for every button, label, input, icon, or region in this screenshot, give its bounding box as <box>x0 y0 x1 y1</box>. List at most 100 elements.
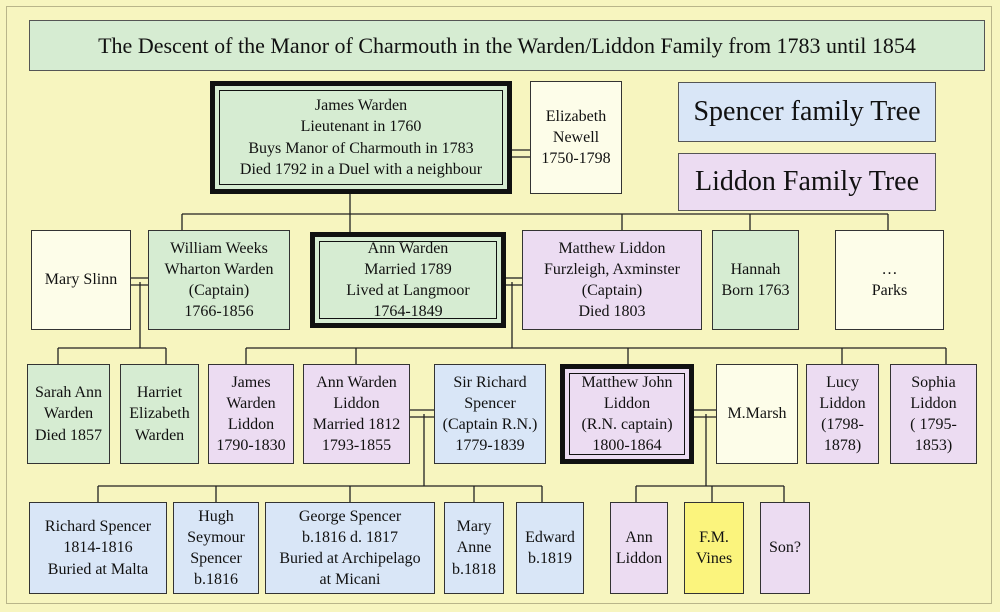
person-text-line: b.1819 <box>527 550 572 567</box>
person-text-line: Sir Richard <box>453 373 527 391</box>
person-text-line: Warden <box>226 394 276 412</box>
person-text-line: Matthew Liddon <box>558 239 666 257</box>
person-text-line: M.Marsh <box>727 405 787 423</box>
person-text-line: 1779-1839 <box>455 437 525 455</box>
person-text-line: Hugh <box>198 507 234 525</box>
person-text-line: Ann Warden <box>316 373 397 391</box>
person-text-line: at Micani <box>319 571 381 589</box>
person-text-line: b.1818 <box>452 560 496 578</box>
person-text-line: Died 1792 in a Duel with a neighbour <box>239 160 483 178</box>
person-text-line: Liddon <box>910 394 957 412</box>
person-text-line: (Captain) <box>188 282 250 299</box>
person-text-line: James Warden <box>314 97 408 115</box>
person-text: Edward b.1819 <box>525 527 575 569</box>
person-text-line: Liddon <box>615 550 663 567</box>
person-text-line: Elizabeth <box>129 405 190 423</box>
person-text-line: Seymour <box>187 528 245 546</box>
person-text-line: Married 1812 <box>312 416 401 433</box>
person-text-line: … <box>881 260 898 278</box>
person-box-parks: … Parks <box>835 230 944 330</box>
person-text-line: George Spencer <box>298 507 402 525</box>
person-box-m-marsh: M.Marsh <box>716 364 798 464</box>
person-text-line: Buried at Malta <box>47 560 149 578</box>
person-text: Son? <box>769 537 801 558</box>
person-text-line: Buys Manor of Charmouth in 1783 <box>248 139 474 157</box>
person-text-line: Born 1763 <box>721 282 790 299</box>
person-text-line: Lived at Langmoor <box>346 282 470 299</box>
person-text-line: Lieutenant in 1760 <box>300 118 422 136</box>
person-text-line: Elizabeth <box>545 107 607 125</box>
liddon-family-tree-link[interactable]: Liddon Family Tree <box>678 153 936 211</box>
person-text-line: Liddon <box>603 394 651 412</box>
person-text-line: 1793-1855 <box>321 437 392 455</box>
person-text-line: Sophia <box>911 373 956 391</box>
person-text-line: Edward <box>525 528 575 546</box>
person-text-line: Parks <box>871 282 908 299</box>
person-text-line: Ann <box>625 528 653 546</box>
person-text-line: 1878) <box>823 437 862 455</box>
diagram-frame <box>6 6 992 604</box>
person-text: F.M.Vines <box>696 527 732 569</box>
person-text-line: Sarah Ann <box>34 384 103 402</box>
person-text-line: James <box>231 373 271 391</box>
person-text-line: (R.N. captain) <box>581 416 673 433</box>
person-box-son: Son? <box>760 502 810 594</box>
person-text-line: Warden <box>43 405 94 423</box>
person-text-line: Spencer <box>464 394 516 412</box>
person-box-mary-slinn: Mary Slinn <box>31 230 131 330</box>
person-text-line: 1790-1830 <box>216 437 286 455</box>
person-text-line: Ann Warden <box>367 239 449 257</box>
person-text-line: Liddon <box>227 416 275 433</box>
person-text-line: ( 1795- <box>910 416 957 433</box>
person-text-line: Spencer <box>190 550 242 567</box>
person-text: M.Marsh <box>727 403 786 424</box>
person-text-line: 1853) <box>914 437 953 455</box>
spencer-family-tree-link[interactable]: Spencer family Tree <box>678 82 936 142</box>
person-text-line: Furzleigh, Axminster <box>544 260 680 278</box>
person-text-line: Anne <box>456 539 492 557</box>
person-text-line: (1798- <box>821 416 864 433</box>
person-text-line: Mary Slinn <box>44 271 118 289</box>
person-text-line: b.1816 d. 1817 <box>301 528 398 546</box>
person-text-line: Lucy <box>826 373 859 391</box>
person-text-line: F.M. <box>699 528 729 546</box>
person-text-line: Married 1789 <box>364 260 452 278</box>
person-text: Mary Slinn <box>45 269 117 290</box>
person-text-line: Buried at Archipelago <box>279 550 421 567</box>
person-text: … Parks <box>872 259 908 301</box>
person-text-line: 1750-1798 <box>541 150 611 168</box>
person-text-line: Harriet <box>136 384 183 402</box>
person-text-line: Liddon <box>819 394 866 412</box>
person-text-line: 1814-1816 <box>63 539 133 557</box>
person-text-line: Richard Spencer <box>44 518 152 536</box>
person-text-line: 1764-1849 <box>373 303 443 321</box>
person-text-line: Warden <box>134 426 185 444</box>
